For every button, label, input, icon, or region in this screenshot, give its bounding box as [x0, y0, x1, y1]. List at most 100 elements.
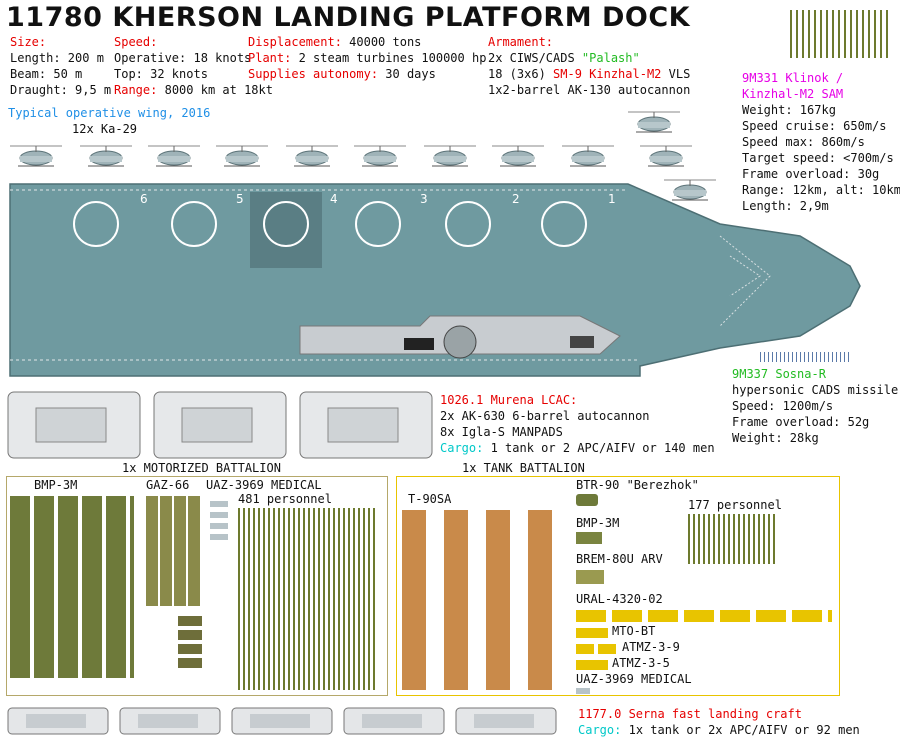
landing-spot-circle [355, 201, 401, 247]
range-label: Range: [114, 83, 158, 97]
armament-1-prefix: 2x CIWS/CADS [488, 51, 582, 65]
bow-markings [719, 235, 771, 327]
tank-btr-label: BTR-90 "Berezhok" [576, 478, 699, 492]
motorized-gaz-label: GAZ-66 [146, 478, 190, 492]
murena-cargo-label: Cargo: [440, 441, 484, 455]
serna-icon [119, 707, 221, 735]
armament-2-suffix: VLS [661, 67, 691, 81]
klinok-specs: 9M331 Klinok / Kinzhal-M2 SAM Weight: 16… [742, 70, 900, 214]
lcac-icon [7, 391, 141, 459]
ship-hull [9, 183, 861, 377]
motorized-bmp-label: BMP-3M [34, 478, 78, 492]
tank-bmp-label: BMP-3M [576, 516, 620, 530]
murena-name: 1026.1 Murena LCAC: [440, 393, 578, 407]
wing-label: Typical operative wing, 2016 [8, 106, 211, 120]
tank-atm5-label: ATMZ-3-5 [612, 656, 670, 670]
tank-t90-label: T-90SA [408, 492, 452, 506]
klinok-length: Length: 2,9m [742, 199, 829, 213]
serna-icon [7, 707, 109, 735]
length-value: Length: 200 m [10, 51, 104, 65]
tank-ural-label: URAL-4320-02 [576, 592, 663, 606]
murena-cargo-value: 1 tank or 2 APC/AIFV or 140 men [490, 441, 715, 455]
tank-battalion-title: 1x TANK BATTALION [462, 461, 585, 475]
uaz-medical-icons [210, 498, 228, 540]
helicopter-icon [491, 145, 545, 167]
landing-spot-circle [263, 201, 309, 247]
helicopter-icon [423, 145, 477, 167]
helicopter-icon [9, 145, 63, 167]
serna-row [7, 707, 557, 735]
draught-value: Draught: 9,5 m [10, 83, 112, 97]
sosna-desc: hypersonic CADS missile [732, 383, 899, 397]
armament-label: Armament: [488, 35, 554, 49]
motorized-battalion-box [6, 476, 388, 696]
tank-personnel-label: 177 personnel [688, 498, 782, 512]
tank-mto-label: MTO-BT [612, 624, 656, 638]
personnel-icons [238, 508, 378, 690]
specs-size-column: Size: Length: 200 m Beam: 50 m Draught: … [10, 34, 111, 98]
serna-name: 1177.0 Serna fast landing craft [578, 707, 802, 721]
beam-value: Beam: 50 m [10, 67, 83, 81]
btr-vehicle-icon [576, 494, 598, 506]
deck-spot-2: 2 [512, 192, 520, 206]
klinok-name-1: 9M331 Klinok / [742, 71, 844, 85]
helicopter-icon [147, 145, 201, 167]
helicopter-icon [353, 145, 407, 167]
motorized-uaz-label: UAZ-3969 MEDICAL [206, 478, 322, 492]
helicopter-icon [215, 145, 269, 167]
murena-arm-2: 8x Igla-S MANPADS [440, 425, 563, 439]
gun-mount [570, 336, 594, 348]
lcac-row [7, 391, 433, 459]
armament-3: 1x2-barrel AK-130 autocannon [488, 83, 691, 97]
island-radar-dome [443, 325, 477, 359]
klinok-range: Range: 12km, alt: 10km [742, 183, 900, 197]
specs-armament-column: Armament: 2x CIWS/CADS "Palash" 18 (3x6)… [488, 34, 690, 98]
serna-cargo-value: 1x tank or 2x APC/AIFV or 92 men [628, 723, 860, 737]
specs-speed-column: Speed: Operative: 18 knots Top: 32 knots… [114, 34, 273, 98]
top-speed: Top: 32 knots [114, 67, 208, 81]
range-value: 8000 km at 18kt [164, 83, 273, 97]
klinok-speed-max: Speed max: 860m/s [742, 135, 865, 149]
helicopter-icon [79, 145, 133, 167]
operative-speed: Operative: 18 knots [114, 51, 252, 65]
sosna-missile-icons [760, 352, 850, 362]
helicopter-icon [285, 145, 339, 167]
sosna-specs: 9M337 Sosna-R hypersonic CADS missile Sp… [732, 366, 898, 446]
klinok-weight: Weight: 167kg [742, 103, 836, 117]
klinok-name-2: Kinzhal-M2 SAM [742, 87, 844, 101]
sosna-frame-overload: Frame overload: 52g [732, 415, 870, 429]
serna-icon [343, 707, 445, 735]
sosna-speed: Speed: 1200m/s [732, 399, 834, 413]
tank-battalion-box [396, 476, 840, 696]
speed-label: Speed: [114, 35, 158, 49]
deck-spot-1: 1 [608, 192, 616, 206]
serna-specs: 1177.0 Serna fast landing craft Cargo: 1… [578, 706, 860, 738]
supplies-value: 30 days [385, 67, 436, 81]
klinok-frame-overload: Frame overload: 30g [742, 167, 880, 181]
serna-cargo-label: Cargo: [578, 723, 622, 737]
atmz-9-icons [576, 644, 616, 654]
tank-atm9-label: ATMZ-3-9 [622, 640, 680, 654]
range-line: Range: 8000 km at 18kt [114, 82, 273, 98]
landing-spot-circle [541, 201, 587, 247]
deck-elevator [250, 192, 322, 268]
wing-count: 12x Ka-29 [72, 122, 138, 136]
island-funnel [404, 338, 434, 350]
bmp-vehicle-icon [576, 532, 602, 544]
helicopter-icon [627, 111, 681, 133]
sosna-weight: Weight: 28kg [732, 431, 819, 445]
lcac-icon [299, 391, 433, 459]
missile-stack-icon [790, 10, 890, 58]
deck-spot-3: 3 [420, 192, 428, 206]
size-label: Size: [10, 35, 47, 49]
armament-1-name: "Palash" [581, 51, 640, 65]
brem-vehicle-icon [576, 570, 604, 584]
landing-spot-circle [171, 201, 217, 247]
tank-uaz-label: UAZ-3969 MEDICAL [576, 672, 692, 686]
page-title: 11780 KHERSON LANDING PLATFORM DOCK [6, 2, 691, 33]
landing-spot-circle [73, 201, 119, 247]
serna-icon [455, 707, 557, 735]
supplies-label: Supplies autonomy: [248, 67, 379, 81]
armament-2-prefix: 18 (3x6) [488, 67, 554, 81]
tank-personnel-icons [688, 514, 778, 564]
